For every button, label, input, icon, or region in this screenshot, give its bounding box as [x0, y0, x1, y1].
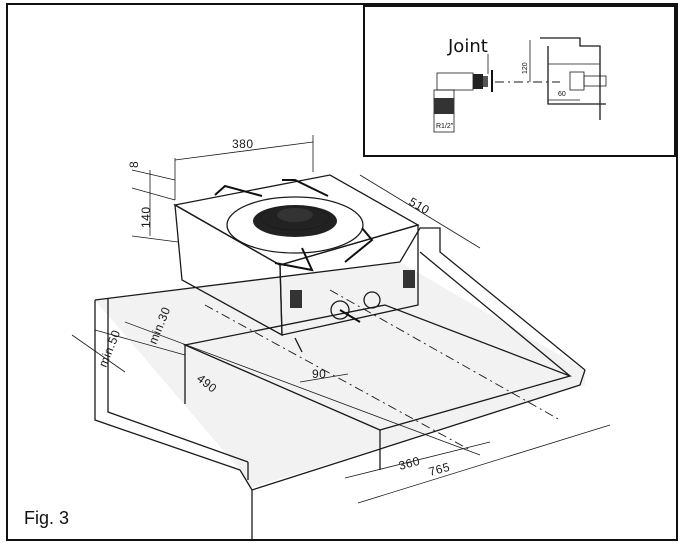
countertop: [94, 227, 586, 540]
cutout-outline: [182, 304, 573, 431]
pan-support-icon: [214, 179, 374, 272]
dim-cutout-width: 360: [397, 454, 421, 473]
dim-width: 380: [232, 137, 254, 151]
dim-knob-offset: 90: [312, 367, 326, 381]
side-handle-left: [290, 290, 302, 308]
dim-min-front: min.50: [96, 328, 124, 369]
inset-depth-dim: 60: [558, 91, 566, 98]
ignition-button: [363, 291, 381, 309]
gas-hob-unit: [173, 174, 420, 353]
side-handle-right: [403, 270, 415, 288]
burner-ring: [226, 196, 364, 254]
elbow-fitting: R1/2": [433, 72, 488, 133]
dim-counter-width: 765: [427, 460, 451, 479]
inset-title: Joint: [447, 36, 488, 57]
outer-frame: [6, 3, 678, 541]
dim-depth: 510: [407, 194, 433, 217]
dim-top-gap: 8: [127, 161, 141, 168]
control-knob: [330, 300, 350, 320]
dim-height: 140: [139, 206, 153, 228]
fitting-thread-label: R1/2": [436, 123, 454, 130]
joint-inset: Joint R1/2" 120 60: [363, 5, 676, 157]
inset-height-dim: 120: [522, 62, 529, 74]
appliance-connection-detail: 120 60: [522, 37, 607, 120]
figure-label: Fig. 3: [24, 508, 69, 528]
